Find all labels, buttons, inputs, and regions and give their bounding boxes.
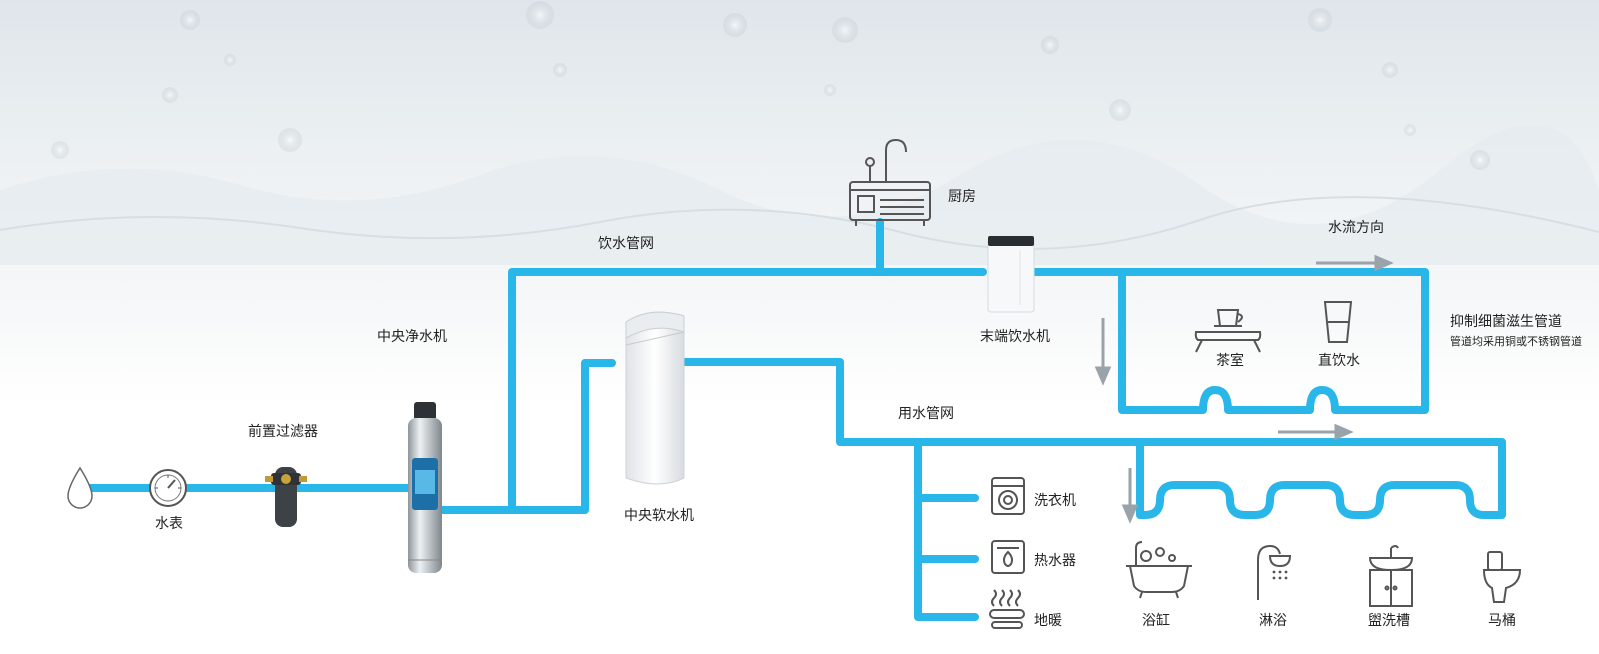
water-heater-icon — [991, 540, 1025, 574]
pre-filter-icon — [265, 467, 307, 527]
central-purifier-image — [408, 402, 442, 573]
water-drop-icon — [67, 466, 93, 509]
arrow-right-mid — [1278, 423, 1354, 441]
water-splash-decoration — [0, 1, 1599, 265]
tea-room-icon — [1194, 309, 1262, 353]
central-softener-label: 中央软水机 — [624, 508, 694, 524]
pipe-drinking-network — [508, 268, 987, 514]
shower-icon — [1257, 544, 1292, 600]
pipe-drinking-right — [1031, 268, 1429, 414]
washbasin-icon — [1368, 545, 1414, 607]
flow-arrows — [1094, 254, 1394, 524]
bathtub-label: 浴缸 — [1142, 613, 1170, 629]
pipe-network — [81, 218, 1506, 621]
washing-machine-label: 洗衣机 — [1034, 493, 1076, 509]
kitchen-label: 厨房 — [948, 189, 976, 205]
pipe-to-branch — [436, 359, 616, 514]
drinking-glass-icon — [1323, 301, 1353, 343]
water-heater-label: 热水器 — [1034, 553, 1076, 569]
antibacterial-title: 抑制细菌滋生管道 — [1450, 314, 1562, 330]
central-softener-image — [625, 311, 685, 485]
flow-direction-label: 水流方向 — [1328, 220, 1384, 236]
antibacterial-note: 管道均采用铜或不锈钢管道 — [1450, 335, 1582, 348]
floor-heating-icon — [989, 589, 1025, 629]
arrow-down-2 — [1121, 468, 1139, 524]
water-meter-icon — [149, 469, 187, 507]
toilet-label: 马桶 — [1488, 613, 1516, 629]
water-meter-label: 水表 — [155, 516, 183, 532]
direct-drinking-label: 直饮水 — [1318, 353, 1360, 369]
shower-label: 淋浴 — [1259, 613, 1287, 629]
pipe-usage-network — [680, 358, 1506, 519]
drinking-network-label: 饮水管网 — [598, 236, 654, 252]
bathtub-icon — [1126, 541, 1192, 599]
terminal-dispenser-label: 末端饮水机 — [980, 329, 1050, 345]
pre-filter-label: 前置过滤器 — [248, 424, 318, 440]
tea-room-label: 茶室 — [1216, 353, 1244, 369]
washbasin-label: 盥洗槽 — [1368, 613, 1410, 629]
washing-machine-icon — [991, 477, 1025, 515]
usage-network-label: 用水管网 — [898, 406, 954, 422]
toilet-icon — [1482, 551, 1522, 603]
central-purifier-label: 中央净水机 — [377, 329, 447, 345]
terminal-dispenser-image — [987, 236, 1035, 313]
arrow-right-top — [1316, 254, 1394, 272]
floor-heating-label: 地暖 — [1034, 613, 1062, 629]
arrow-down-1 — [1094, 318, 1112, 386]
pipe-appliances — [914, 438, 979, 621]
kitchen-sink-icon — [849, 138, 931, 226]
